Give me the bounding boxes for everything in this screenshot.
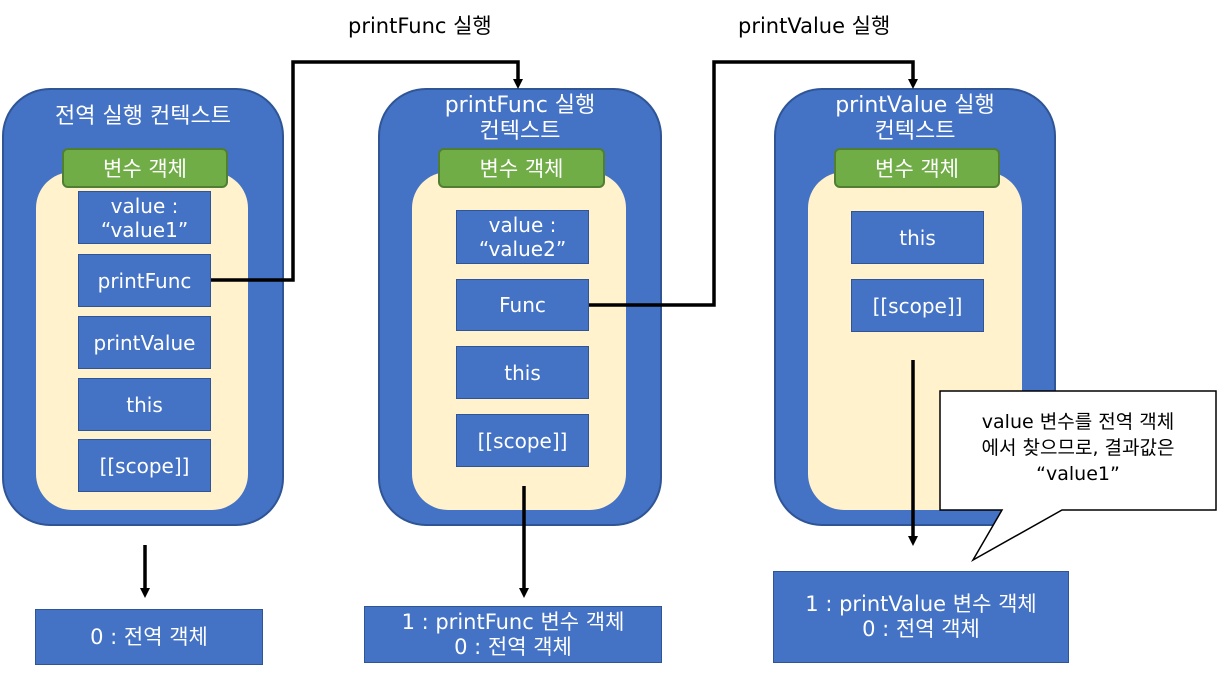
- callout-bubble: [939, 390, 1217, 562]
- printfunc-cell-func: Func: [456, 279, 589, 331]
- global-cell-this: this: [78, 378, 211, 431]
- global-scope-chain: 0 : 전역 객체: [35, 609, 263, 665]
- printvalue-cell-this: this: [851, 211, 984, 264]
- func-call-connector: [589, 60, 918, 307]
- printvalue-context-title: printValue 실행 컨텍스트: [835, 93, 995, 144]
- printfunc-cell-scope: [[scope]]: [456, 414, 589, 467]
- global-cell-value: value : “value1”: [78, 191, 211, 244]
- printfunc-scope-chain: 1 : printFunc 변수 객체 0 : 전역 객체: [364, 606, 662, 663]
- callout-text: value 변수를 전역 객체 에서 찾으므로, 결과값은 “value1”: [981, 411, 1175, 485]
- printvalue-scope-chain: 1 : printValue 변수 객체 0 : 전역 객체: [773, 571, 1069, 663]
- global-cell-printfunc: printFunc: [78, 254, 211, 307]
- global-context-title: 전역 실행 컨텍스트: [55, 104, 231, 129]
- printfunc-scope-chain-item: 1 : printFunc 변수 객체: [401, 609, 625, 634]
- printfunc-cell-this: this: [456, 346, 589, 399]
- global-scope-chain-item: 0 : 전역 객체: [90, 624, 208, 649]
- printfunc-scope-chain-item: 0 : 전역 객체: [454, 634, 572, 659]
- global-cell-printvalue: printValue: [78, 316, 211, 369]
- printvalue-cell-scope: [[scope]]: [851, 279, 984, 332]
- printfunc-context-title: printFunc 실행 컨텍스트: [444, 93, 596, 144]
- printvalue-var-object-label: 변수 객체: [834, 148, 1000, 188]
- print-value-exec-heading: printValue 실행: [738, 14, 891, 38]
- printvalue-scope-chain-item: 1 : printValue 변수 객체: [805, 592, 1037, 616]
- global-cell-scope: [[scope]]: [78, 439, 211, 492]
- printvalue-scope-chain-item: 0 : 전역 객체: [862, 617, 980, 641]
- global-var-object-label: 변수 객체: [62, 148, 228, 188]
- print-func-exec-heading: printFunc 실행: [348, 14, 492, 38]
- printfunc-cell-value: value : “value2”: [456, 210, 589, 264]
- printfunc-var-object-label: 변수 객체: [438, 148, 605, 188]
- printfunc-call-connector: [211, 60, 523, 282]
